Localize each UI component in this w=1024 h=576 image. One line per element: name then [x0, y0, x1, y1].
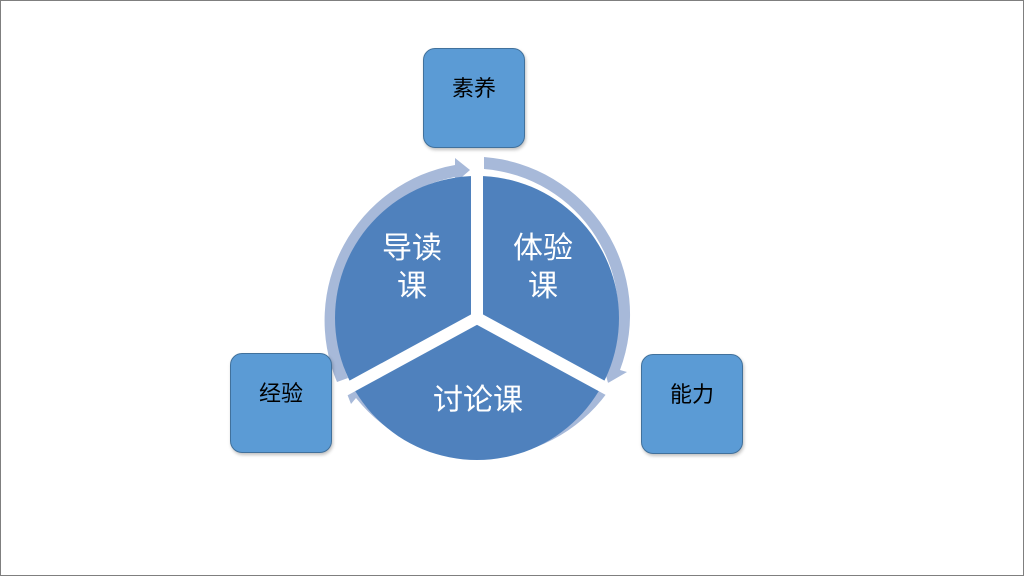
segment-top-left-line1: 导读 — [382, 231, 442, 266]
outcome-box-top: 素养 — [423, 48, 525, 148]
outcome-box-right: 能力 — [641, 354, 743, 454]
separator-right — [474, 312, 614, 397]
segment-bottom-label: 讨论课 — [433, 383, 523, 418]
cycle-arrow-right — [484, 157, 631, 383]
outcome-box-left: 经验 — [230, 353, 332, 453]
outcome-right-label: 能力 — [669, 383, 714, 408]
outcome-top-label: 素养 — [451, 77, 496, 102]
segment-top-right-line2: 课 — [528, 269, 558, 304]
segment-top-right-line1: 体验 — [513, 231, 573, 266]
inner-circle — [335, 170, 619, 460]
outcome-left-label: 经验 — [258, 382, 303, 407]
separator-left — [340, 312, 480, 397]
segment-top-left-line2: 课 — [397, 269, 427, 304]
